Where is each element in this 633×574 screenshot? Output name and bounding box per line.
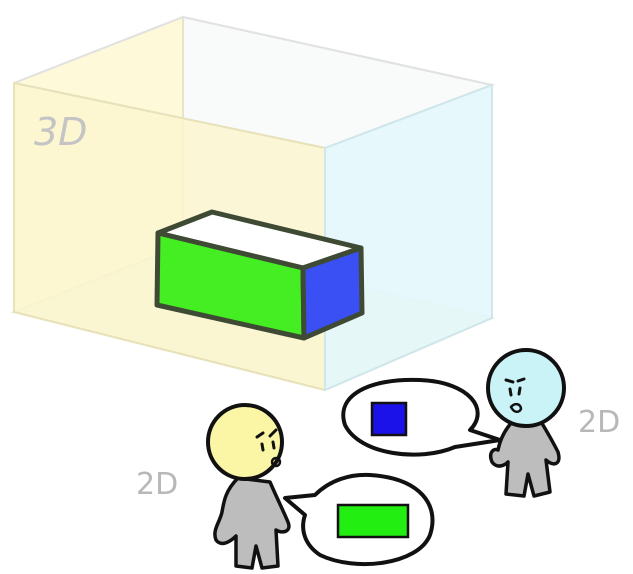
box-side-face: [300, 245, 365, 341]
person-left-2d-label: 2D: [136, 467, 178, 502]
person-right-2d-label: 2D: [578, 405, 620, 440]
person-left-eyes: [260, 440, 276, 452]
person-left-brow: [255, 428, 278, 439]
person-right-mouth: [509, 402, 523, 413]
person-right-eyes: [508, 386, 522, 397]
person-right: 2D: [486, 348, 620, 498]
speech-bubble-rectangle: [283, 472, 435, 567]
speech-bubble-square: [341, 377, 502, 457]
blue-square-icon: [370, 401, 408, 437]
person-left: 2D: [136, 403, 291, 570]
person-right-brow: [504, 377, 526, 384]
person-right-head: [486, 348, 566, 428]
person-right-body: [488, 418, 561, 498]
space-3d: 3D: [10, 15, 496, 392]
person-left-head: [206, 403, 284, 481]
bubble-square-outline: [341, 377, 502, 457]
person-left-mouth: [270, 456, 282, 468]
person-left-body: [213, 476, 291, 570]
solid-box: [154, 209, 365, 341]
space-3d-label: 3D: [34, 110, 87, 154]
green-rectangle-icon: [336, 503, 410, 539]
